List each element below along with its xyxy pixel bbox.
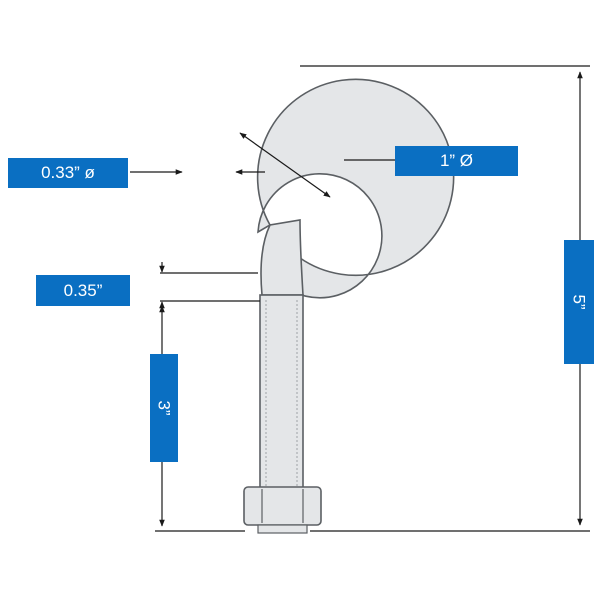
eye-diameter-text: 1” Ø <box>439 151 474 170</box>
wire-diameter-label: 0.33” ø <box>8 158 128 188</box>
eye-diameter-label: 1” Ø <box>395 146 518 176</box>
wire-diameter-text: 0.33” ø <box>41 163 95 182</box>
overall-length-label: 5” <box>564 240 594 364</box>
overall-length-text: 5” <box>570 294 589 310</box>
neck-length-label: 0.35” <box>36 275 130 306</box>
threaded-shank <box>259 294 304 491</box>
thread-length-text: 3” <box>155 400 174 416</box>
thread-length-label: 3” <box>150 354 178 462</box>
hex-nut <box>243 486 322 526</box>
eye-diameter-arrow <box>239 132 331 198</box>
bolt-neck <box>260 219 304 296</box>
neck-length-text: 0.35” <box>63 280 103 300</box>
